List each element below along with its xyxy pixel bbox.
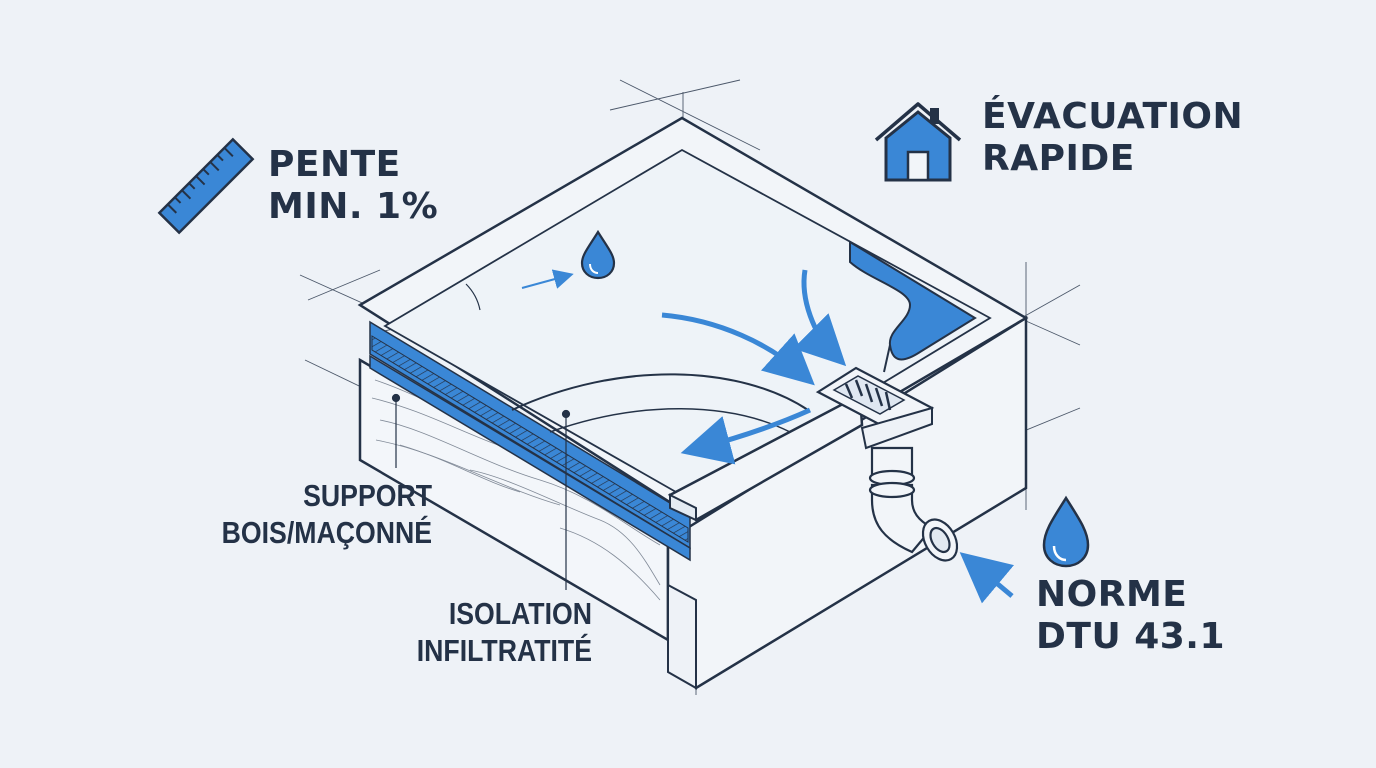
- label-norme-line2: DTU 43.1: [1036, 616, 1226, 658]
- drain-grate: [815, 366, 935, 450]
- drain-pipe: [868, 446, 959, 562]
- house-icon: [874, 102, 962, 182]
- label-support-line2: BOIS/MAÇONNÉ: [221, 514, 432, 550]
- label-evacuation: ÉVACUATION RAPIDE: [982, 96, 1243, 181]
- parapet: [667, 392, 864, 522]
- flow-arrows: [521, 269, 1015, 604]
- water-drop-icon: [1042, 495, 1090, 568]
- label-isolation-line1: ISOLATION: [448, 596, 592, 631]
- label-isolation: ISOLATION INFILTRATITÉ: [389, 596, 592, 669]
- support-structure: [358, 315, 1028, 690]
- water-drop-icon: [580, 229, 616, 280]
- ruler-icon: [157, 137, 255, 235]
- label-support-line1: SUPPORT: [303, 478, 432, 513]
- roof-layers: [369, 320, 691, 562]
- label-norme: NORME DTU 43.1: [1036, 574, 1225, 659]
- label-pente-line1: PENTE: [268, 144, 401, 185]
- label-evacuation-line1: ÉVACUATION: [982, 96, 1244, 137]
- label-isolation-line2: INFILTRATITÉ: [416, 632, 592, 668]
- label-pente: PENTE MIN. 1%: [268, 144, 438, 229]
- leader-lines: [391, 393, 571, 590]
- label-norme-line1: NORME: [1036, 574, 1188, 615]
- label-support: SUPPORT BOIS/MAÇONNÉ: [200, 478, 432, 551]
- roof-surface: [357, 116, 1029, 517]
- label-pente-line2: MIN. 1%: [268, 186, 439, 228]
- slope-angle: [465, 283, 481, 311]
- label-evacuation-line2: RAPIDE: [982, 138, 1135, 180]
